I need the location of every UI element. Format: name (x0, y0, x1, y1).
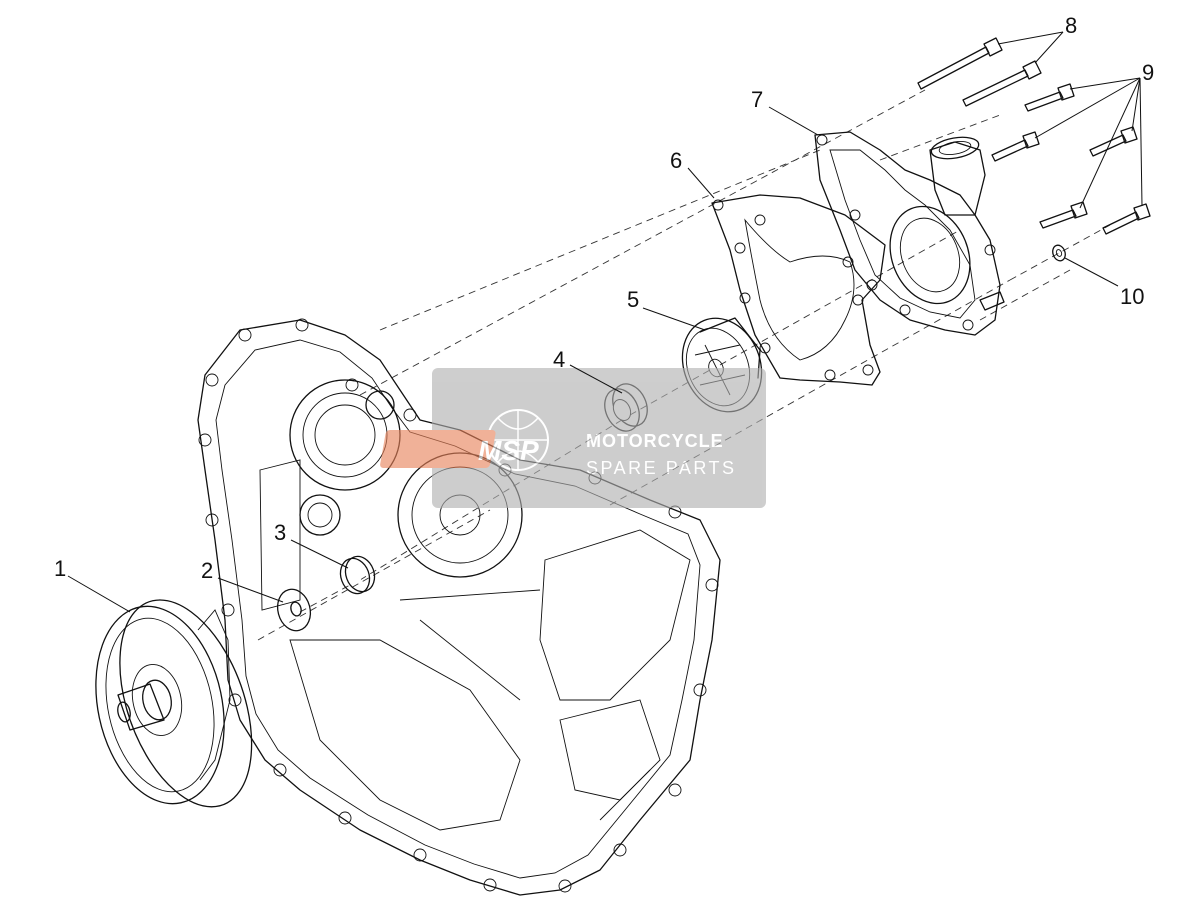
part-3-oil-seal (339, 555, 376, 595)
callout-1: 1 (54, 556, 66, 581)
watermark: MSP MOTORCYCLE SPARE PARTS (380, 368, 766, 508)
callout-8: 8 (1065, 13, 1077, 38)
housing-bolt-holes (198, 318, 719, 893)
callout-9: 9 (1142, 60, 1154, 85)
callout-6: 6 (670, 148, 682, 173)
callout-5: 5 (627, 287, 639, 312)
watermark-line2: SPARE PARTS (586, 458, 737, 478)
callout-numbers: 1 2 3 4 5 6 7 8 9 10 (54, 13, 1154, 583)
part-2-washer (276, 588, 312, 632)
part-10-washer (1052, 244, 1066, 262)
watermark-line1: MOTORCYCLE (586, 431, 724, 451)
leader-lines (67, 31, 1143, 613)
callout-2: 2 (201, 558, 213, 583)
part-6-gasket (711, 194, 886, 386)
part-7-pump-cover (814, 131, 1005, 336)
callout-7: 7 (751, 87, 763, 112)
part-1-gear-shaft (95, 599, 253, 808)
part-8-long-screws (917, 37, 1042, 107)
watermark-logo-text: MSP (478, 435, 539, 466)
callout-3: 3 (274, 520, 286, 545)
callout-4: 4 (553, 347, 565, 372)
callout-10: 10 (1120, 284, 1144, 309)
assembly-axis-lines (257, 89, 1111, 641)
